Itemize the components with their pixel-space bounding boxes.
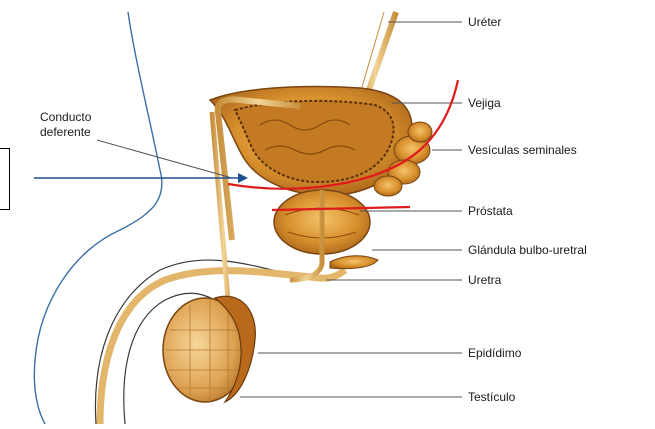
label-conducto-deferente: Conducto deferente <box>40 110 91 140</box>
label-glandula-bulbo-uretral: Glándula bulbo-uretral <box>468 243 587 257</box>
label-conducto-line2: deferente <box>40 125 91 140</box>
label-testiculo: Testículo <box>468 390 515 404</box>
label-conducto-line1: Conducto <box>40 110 91 125</box>
bulbourethral-gland <box>330 256 378 269</box>
label-ureter: Uréter <box>468 15 501 29</box>
body-outline <box>34 12 162 424</box>
label-epididimo: Epidídimo <box>468 346 521 360</box>
label-vejiga: Vejiga <box>468 96 501 110</box>
blue-arrow-head <box>238 173 248 183</box>
marker-box <box>0 148 10 210</box>
label-uretra: Uretra <box>468 273 501 287</box>
label-vesiculas-seminales: Vesículas seminales <box>468 143 577 157</box>
label-prostata: Próstata <box>468 204 513 218</box>
